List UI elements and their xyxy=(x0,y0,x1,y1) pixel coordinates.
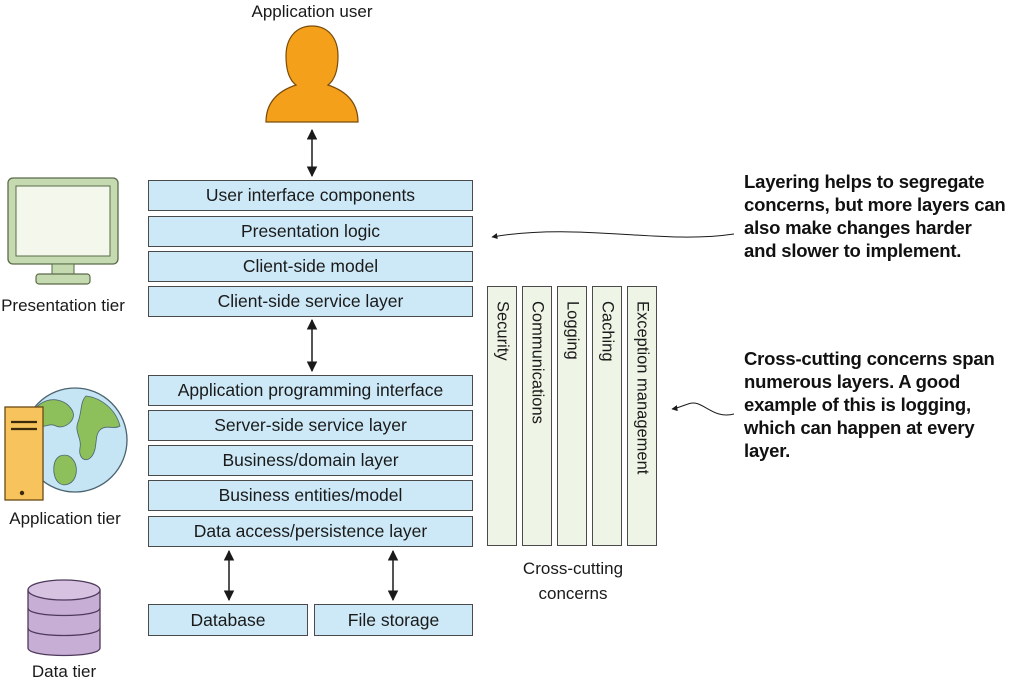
concern-logging: Logging xyxy=(557,286,587,546)
callout-cross-cutting: Cross-cutting concerns span numerous lay… xyxy=(744,348,995,461)
concern-caching: Caching xyxy=(592,286,622,546)
connector-arrows xyxy=(223,128,399,602)
concern-communications-label: Communications xyxy=(528,301,547,424)
concern-logging-label: Logging xyxy=(563,301,582,360)
presentation-tier-label: Presentation tier xyxy=(1,296,125,315)
file-storage-box: File storage xyxy=(314,604,473,636)
layer-api: Application programming interface xyxy=(148,375,473,406)
concern-security: Security xyxy=(487,286,517,546)
layer-client-side-service: Client-side service layer xyxy=(148,286,473,317)
concern-exception-management-label: Exception management xyxy=(633,301,652,475)
user-icon xyxy=(265,25,359,123)
server-icon xyxy=(4,406,44,501)
cross-cutting-label: Cross-cutting concerns xyxy=(522,559,624,603)
layer-user-interface-components: User interface components xyxy=(148,180,473,211)
data-tier-label: Data tier xyxy=(31,662,97,681)
layer-presentation-logic: Presentation logic xyxy=(148,216,473,247)
user-label: Application user xyxy=(251,2,373,21)
concern-exception-management: Exception management xyxy=(627,286,657,546)
application-tier-label: Application tier xyxy=(9,509,121,528)
globe-icon xyxy=(22,387,128,493)
layer-business-domain: Business/domain layer xyxy=(148,445,473,476)
concern-security-label: Security xyxy=(493,301,512,361)
layer-data-access: Data access/persistence layer xyxy=(148,516,473,547)
layer-business-entities: Business entities/model xyxy=(148,480,473,511)
database-icon xyxy=(27,579,101,657)
layer-server-side-service: Server-side service layer xyxy=(148,410,473,441)
monitor-icon xyxy=(7,177,119,285)
database-box: Database xyxy=(148,604,308,636)
concern-communications: Communications xyxy=(522,286,552,546)
callout-pointers xyxy=(491,231,735,416)
concern-caching-label: Caching xyxy=(598,301,617,362)
callout-layering: Layering helps to segregate concerns, bu… xyxy=(744,171,1006,261)
layer-client-side-model: Client-side model xyxy=(148,251,473,282)
